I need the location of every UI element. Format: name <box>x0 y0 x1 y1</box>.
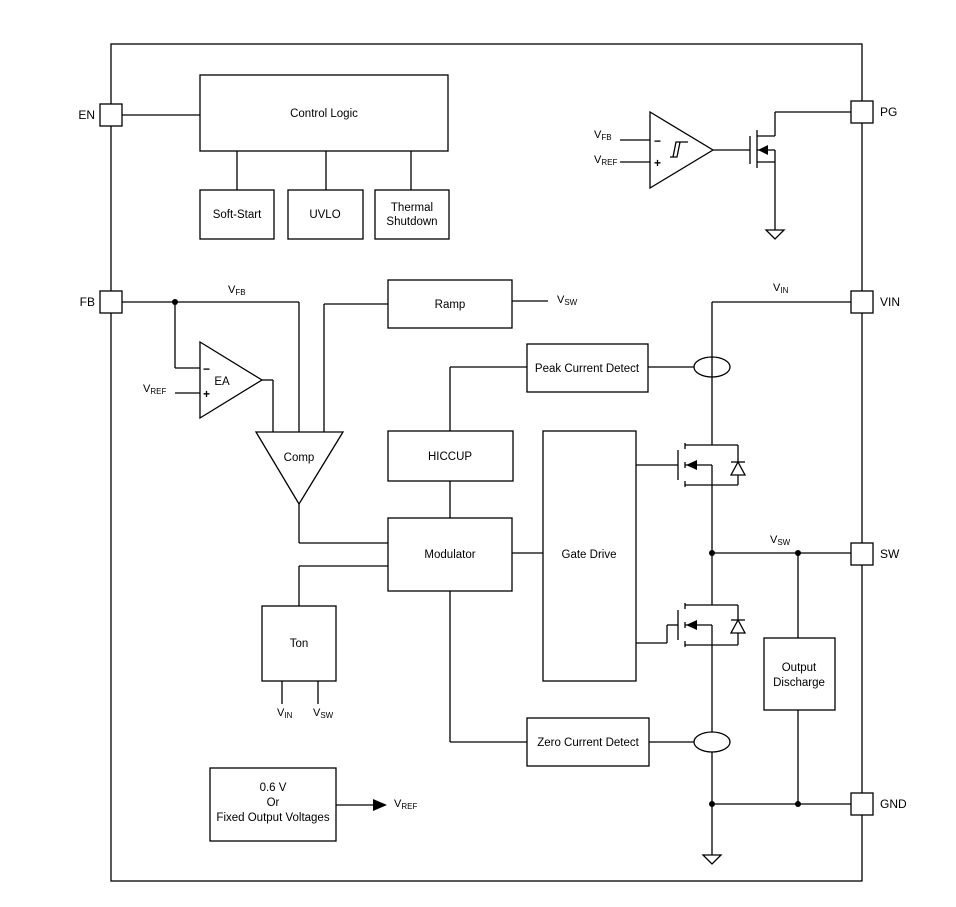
pg-comparator-plus: + <box>654 156 661 170</box>
hiccup-label: HICCUP <box>428 451 472 463</box>
comp-comparator <box>254 431 345 506</box>
vref-source-block <box>209 767 337 842</box>
vref-output-label: VREF <box>394 798 417 811</box>
low-side-mosfet-icon <box>677 603 747 647</box>
gate-drive-block <box>542 430 637 682</box>
error-amplifier <box>199 340 264 420</box>
pg-nmos-icon <box>749 111 851 230</box>
pin-pg: PG <box>850 100 897 124</box>
zero-current-detect-label: Zero Current Detect <box>537 737 639 749</box>
vref-arrow-icon <box>373 799 387 811</box>
uvlo-block <box>287 189 364 240</box>
vref-source-label-3: Fixed Output Voltages <box>216 812 329 824</box>
peak-current-detect-label: Peak Current Detect <box>535 363 640 375</box>
pg-vfb-label: VFB <box>594 129 612 142</box>
ramp-block <box>387 279 513 329</box>
comp-label: Comp <box>284 452 315 464</box>
ramp-label: Ramp <box>435 299 466 311</box>
gate-drive-label: Gate Drive <box>562 549 617 561</box>
pin-fb: FB <box>80 290 123 314</box>
pg-comparator-minus: − <box>654 134 661 148</box>
pin-en: EN <box>78 103 123 127</box>
control-logic-block <box>199 74 449 152</box>
soft-start-block <box>199 189 275 240</box>
modulator-block <box>387 517 513 592</box>
ea-minus: − <box>203 362 210 376</box>
modulator-label: Modulator <box>424 549 475 561</box>
pin-vin: VIN <box>850 290 900 314</box>
thermal-shutdown-label-1: Thermal <box>391 202 433 214</box>
vin-node-label: VIN <box>773 282 789 295</box>
ea-vref-label: VREF <box>143 383 166 396</box>
hysteresis-icon <box>670 141 688 158</box>
pg-vref-label: VREF <box>594 154 617 167</box>
pin-sw-label: SW <box>880 547 900 561</box>
hiccup-block <box>387 430 514 482</box>
thermal-shutdown-block <box>374 189 450 240</box>
pin-gnd-label: GND <box>880 797 907 811</box>
high-side-mosfet-icon <box>677 443 747 487</box>
pin-pg-label: PG <box>880 105 897 119</box>
vfb-label: VFB <box>228 284 246 297</box>
pin-vin-label: VIN <box>880 295 900 309</box>
output-discharge-label-2: Discharge <box>773 677 825 689</box>
ic-boundary <box>110 43 863 882</box>
power-ground-icon <box>701 854 723 865</box>
pg-comparator <box>649 110 715 190</box>
control-logic-label: Control Logic <box>290 108 358 120</box>
vref-source-label-1: 0.6 V <box>260 782 287 794</box>
pin-gnd: GND <box>850 792 907 816</box>
peak-current-detect-block <box>526 343 649 393</box>
ramp-vsw-label: VSW <box>557 294 578 307</box>
pg-ground-icon <box>764 229 786 240</box>
soft-start-label: Soft-Start <box>213 209 262 221</box>
zero-current-sense-icon <box>693 731 731 753</box>
vsw-node-label: VSW <box>770 534 791 547</box>
ton-label: Ton <box>290 638 309 650</box>
ton-block <box>261 605 337 682</box>
ea-plus: + <box>203 387 210 401</box>
output-discharge-label-1: Output <box>782 662 817 674</box>
ea-label: EA <box>214 376 230 388</box>
ton-vsw-label: VSW <box>313 707 334 720</box>
ton-vin-label: VIN <box>277 707 293 720</box>
thermal-shutdown-label-2: Shutdown <box>386 216 437 228</box>
output-discharge-block <box>763 637 836 711</box>
vref-source-label-2: Or <box>267 797 280 809</box>
pin-fb-label: FB <box>80 295 95 309</box>
uvlo-label: UVLO <box>309 209 340 221</box>
pin-en-label: EN <box>78 108 95 122</box>
pin-sw: SW <box>850 542 900 566</box>
